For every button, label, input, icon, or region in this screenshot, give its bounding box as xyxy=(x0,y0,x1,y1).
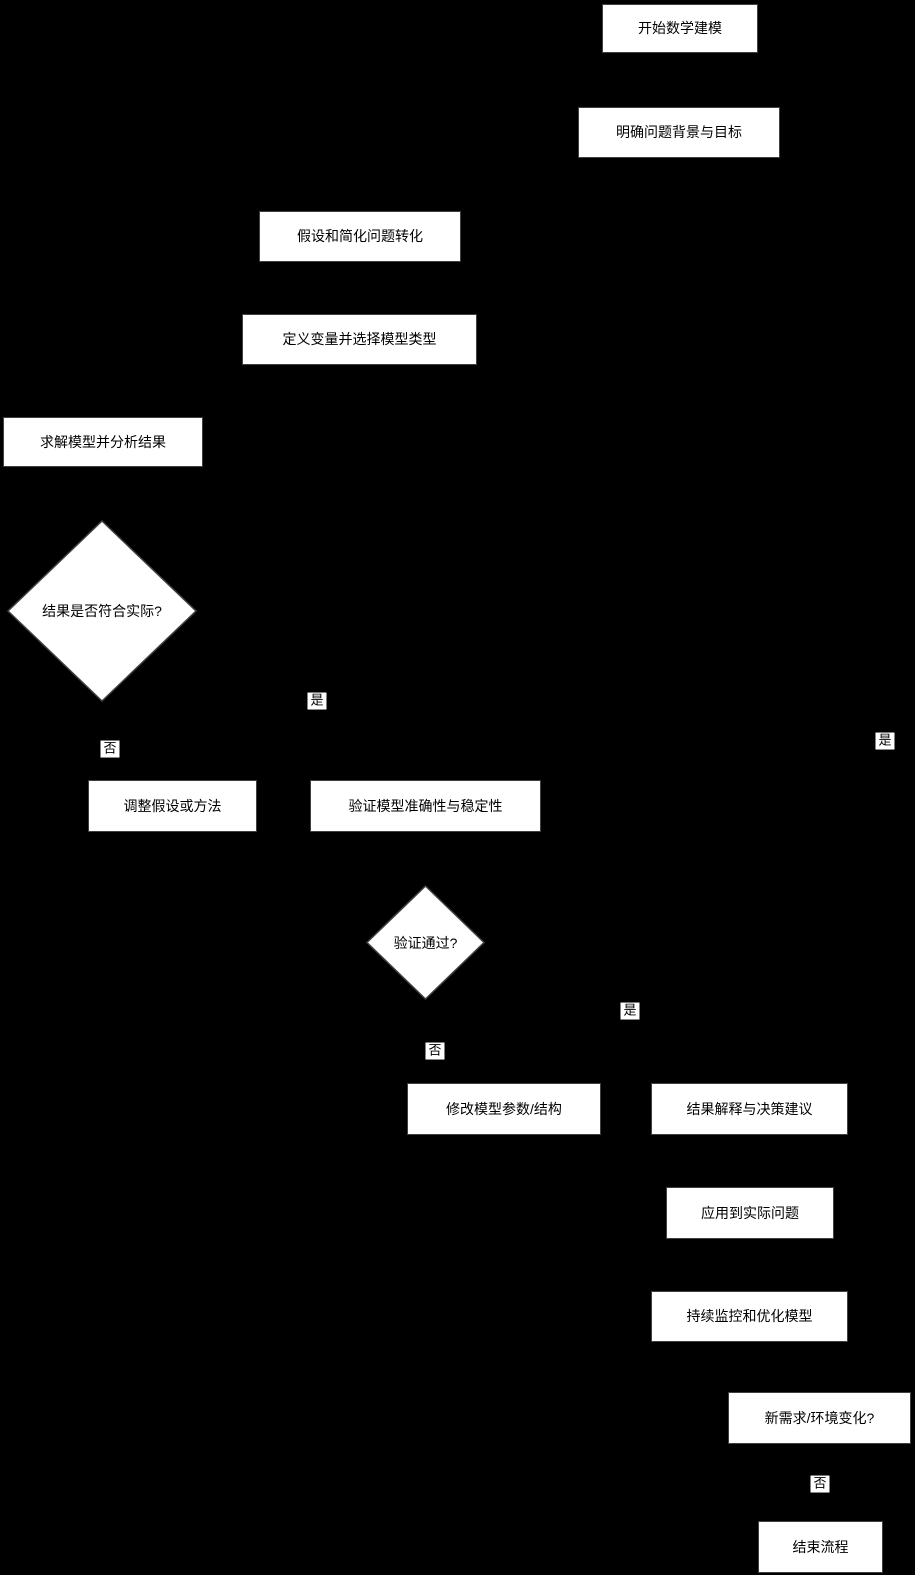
node-results-realistic-label: 结果是否符合实际? xyxy=(42,603,162,619)
node-new-demand-label: 新需求/环境变化? xyxy=(764,1409,875,1426)
node-define-variables: 定义变量并选择模型类型 xyxy=(242,314,477,365)
node-start: 开始数学建模 xyxy=(602,4,758,53)
node-define-variables-label: 定义变量并选择模型类型 xyxy=(282,331,437,348)
node-interpret-results: 结果解释与决策建议 xyxy=(651,1083,848,1135)
node-end-label: 结束流程 xyxy=(792,1538,849,1555)
diamond-shape-icon xyxy=(7,520,197,702)
node-apply-to-problem-label: 应用到实际问题 xyxy=(701,1204,799,1221)
node-adjust-assumptions-label: 调整假设或方法 xyxy=(123,797,222,814)
node-modify-model: 修改模型参数/结构 xyxy=(407,1083,601,1135)
node-interpret-results-label: 结果解释与决策建议 xyxy=(686,1100,813,1117)
edge-label-results-no: 否 xyxy=(100,740,120,758)
node-apply-to-problem: 应用到实际问题 xyxy=(666,1187,834,1239)
edge-label-new-demand-no: 否 xyxy=(810,1475,830,1493)
node-validation-passed: 验证通过? xyxy=(366,885,485,1000)
node-monitor-optimize-label: 持续监控和优化模型 xyxy=(686,1308,813,1325)
edge-label-validation-yes: 是 xyxy=(620,1002,640,1020)
edge-label-results-yes: 是 xyxy=(307,692,327,710)
node-end: 结束流程 xyxy=(758,1521,883,1573)
diamond-shape-icon xyxy=(366,885,485,1000)
node-clarify-problem-label: 明确问题背景与目标 xyxy=(616,124,742,141)
edge-label-loop-right-yes: 是 xyxy=(875,732,895,750)
node-validate-model-label: 验证模型准确性与稳定性 xyxy=(348,797,503,814)
node-clarify-problem: 明确问题背景与目标 xyxy=(578,107,780,158)
node-start-label: 开始数学建模 xyxy=(638,20,722,37)
node-monitor-optimize: 持续监控和优化模型 xyxy=(651,1291,848,1342)
node-validate-model: 验证模型准确性与稳定性 xyxy=(310,780,541,832)
node-results-realistic: 结果是否符合实际? xyxy=(7,520,197,702)
edge-label-validation-no: 否 xyxy=(425,1042,445,1060)
node-assumptions-label: 假设和简化问题转化 xyxy=(297,228,423,245)
node-new-demand: 新需求/环境变化? xyxy=(728,1392,911,1444)
node-solve-model: 求解模型并分析结果 xyxy=(3,417,203,467)
node-validation-passed-label: 验证通过? xyxy=(393,934,458,951)
node-assumptions: 假设和简化问题转化 xyxy=(259,211,461,262)
node-modify-model-label: 修改模型参数/结构 xyxy=(446,1100,562,1117)
node-solve-model-label: 求解模型并分析结果 xyxy=(40,433,166,450)
node-adjust-assumptions: 调整假设或方法 xyxy=(88,780,257,832)
